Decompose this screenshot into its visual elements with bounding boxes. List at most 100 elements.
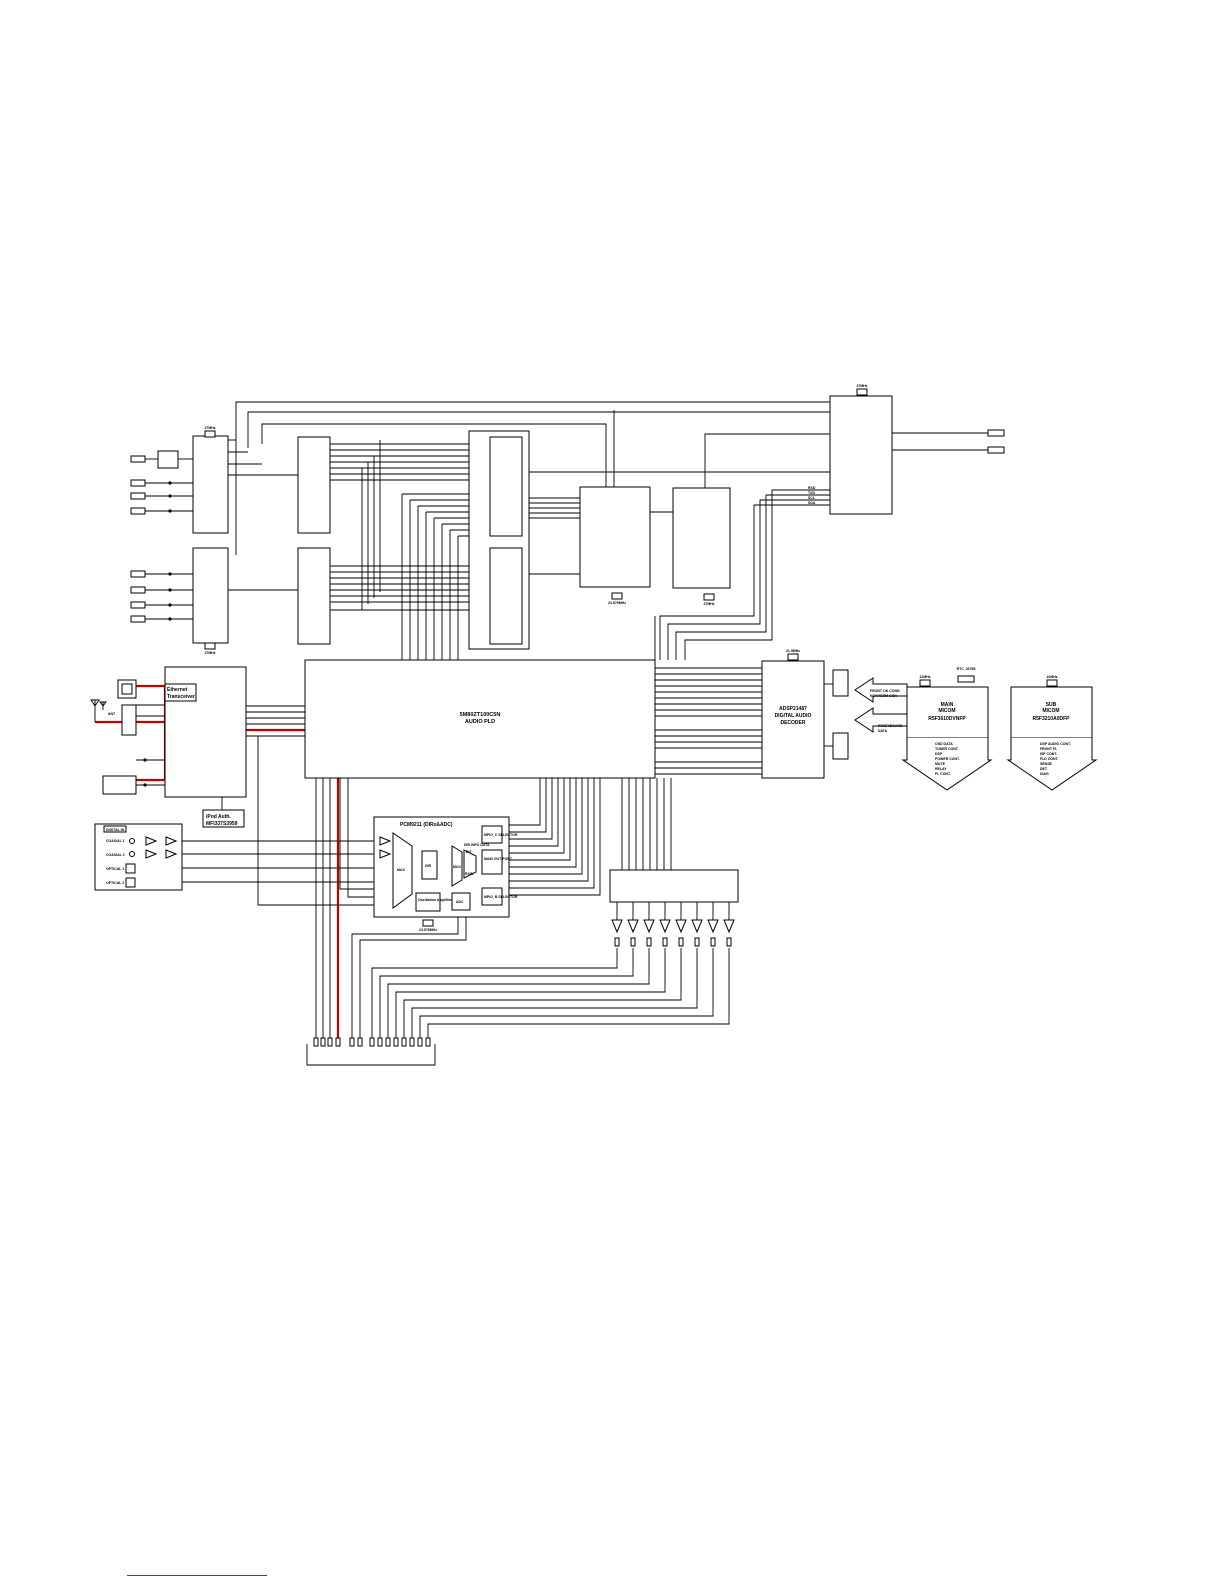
pcm-mpio-c-label: MPIO_C SELECTOR: [484, 833, 518, 837]
xtal-tuner2-label: 27MHz: [204, 651, 215, 655]
optical-1-jack: [125, 863, 136, 874]
tuner-1-small: [157, 450, 179, 469]
xtal-top-label: 27MHz: [856, 384, 867, 388]
pcm-dit-label: DIT: [466, 850, 473, 854]
antenna-label: ANT: [108, 712, 116, 716]
main-micom-arrow: [901, 738, 993, 791]
main-out-item: OSD DATA: [935, 742, 953, 746]
video-block: [672, 487, 731, 589]
main-out-item: MUTE: [935, 762, 946, 766]
receiver-icon: [379, 849, 392, 859]
output-jack: [987, 446, 1005, 454]
labels: 5M80ZT100C5N AUDIO PLD ADSP21487 DIGITAL…: [106, 384, 1071, 932]
audio-pld-part: 5M80ZT100C5N: [460, 712, 501, 718]
crystal-icon: [957, 675, 975, 683]
xtal-codec2-label: 27MHz: [703, 602, 714, 606]
sub-out-item: SENSE: [1040, 762, 1053, 766]
sub-out-item: FLD CONT.: [1040, 757, 1059, 761]
coaxial-2-label: COAXIAL 2: [106, 853, 125, 857]
digital-in-label: DIGITAL IN: [106, 828, 125, 832]
dsp-side-box-2: [832, 732, 849, 760]
output-jack: [987, 429, 1005, 437]
line-driver-icon: [723, 919, 735, 934]
rtc-label: RTC_32768: [957, 667, 976, 671]
ipod-auth: [202, 809, 245, 828]
connector-pin: [409, 1037, 415, 1047]
coax-jack-icon: [129, 851, 135, 857]
main-out-item: DSP: [935, 752, 943, 756]
pcm-adc-label: ADC: [456, 900, 464, 904]
resistor-icon: [646, 937, 652, 947]
buffer-icon: [165, 849, 178, 859]
junction-dot: [168, 588, 172, 592]
xtal-main-label: 12MHz: [919, 675, 930, 679]
junction-dot: [168, 509, 172, 513]
xtal-sub-label: 10MHz: [1046, 675, 1057, 679]
pcm-mux2-label: MUX: [453, 865, 461, 869]
connector-pin: [425, 1037, 431, 1047]
buffer-icon: [145, 849, 158, 859]
xtal-pcm-label: 24.576MHz: [419, 928, 437, 932]
crystal-icon: [1046, 679, 1058, 687]
pcm-mpio-c: [481, 825, 503, 844]
coax-jack-icon: [129, 838, 135, 844]
junction-dot: [168, 572, 172, 576]
tuner-jack: [130, 615, 146, 623]
connectors: [90, 388, 1058, 1047]
antenna-icon: [90, 699, 100, 722]
input-selector-2: [297, 547, 331, 645]
tuner-jack: [130, 570, 146, 578]
xtal-codec1-label: 24.576MHz: [608, 601, 626, 605]
connector-pin: [385, 1037, 391, 1047]
main-out-item: TUNER CONT.: [935, 747, 959, 751]
connector-pin: [369, 1037, 375, 1047]
footer-link-underline[interactable]: [127, 1575, 267, 1576]
resistor-icon: [710, 937, 716, 947]
mcu-line-label: SDA: [808, 501, 816, 505]
ethernet-transceiver: [164, 683, 197, 702]
dsp-line2: DECODER: [780, 720, 805, 726]
dsp-block: [761, 660, 825, 779]
resistor-icon: [630, 937, 636, 947]
remote-in-arrow: [854, 707, 908, 733]
main-out-item: RELAY: [935, 767, 947, 771]
dit-icon: [463, 849, 477, 879]
dsp-part: ADSP21487: [779, 706, 807, 712]
codec-block: [579, 486, 651, 588]
optical-2-label: OPTICAL 2: [106, 881, 124, 885]
mcu-line-label: TXD: [808, 491, 815, 495]
mcu-line-label: RXD: [808, 486, 816, 490]
junction-dot: [168, 617, 172, 621]
main-micom-line1: MAIN: [941, 702, 954, 708]
tuner-jack: [130, 479, 146, 487]
resistor-icon: [694, 937, 700, 947]
connector-pin: [320, 1037, 326, 1047]
tuner-jack: [130, 586, 146, 594]
tuner-jack: [130, 455, 146, 463]
pcm-mpio-b-label: MPIO_B SELECTOR: [484, 895, 518, 899]
crystal-icon: [204, 430, 216, 438]
pcm-mux1-label: MUX: [397, 868, 405, 872]
connector-pin: [335, 1037, 341, 1047]
pcm-dir: [421, 850, 438, 880]
main-out-item: POWER CONT.: [935, 757, 960, 761]
line-driver-icon: [627, 919, 639, 934]
sub-out-item: FRONT FL: [1040, 747, 1058, 751]
optical-2-jack: [125, 877, 136, 888]
blocks: [94, 395, 1098, 1066]
output-buffer: [609, 869, 739, 903]
ethernet-line1: Ethernet: [167, 687, 188, 693]
sub-micom-part: R5F3210A0DFP: [1033, 716, 1071, 722]
crystal-icon: [856, 388, 868, 396]
sub-out-item: ISP CONT.: [1040, 752, 1057, 756]
ipod-dock: [102, 775, 137, 795]
xtal-dsp-label: 21.5MHz: [786, 649, 800, 653]
connector-pin: [327, 1037, 333, 1047]
pcm-osc: [415, 892, 441, 912]
pcm-mpio-b: [481, 887, 503, 906]
wires: [95, 401, 988, 1040]
main-out-item: FL CONT.: [935, 772, 951, 776]
sub-micom-line2: MICOM: [1042, 708, 1059, 714]
line-driver-icon: [691, 919, 703, 934]
front-in-arrow: [854, 677, 908, 703]
